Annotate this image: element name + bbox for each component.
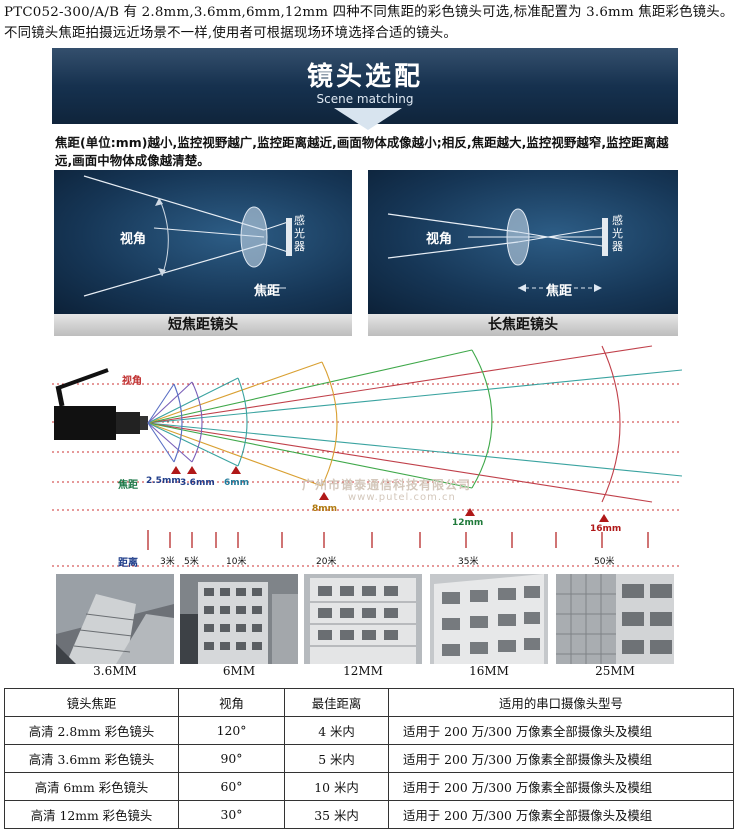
cell-model: 适用于 200 万/300 万像素全部摄像头及模组 [388, 744, 734, 773]
cell-distance: 35 米内 [284, 800, 389, 829]
distance-mark-35: 35米 [458, 557, 479, 567]
table-row: 高清 2.8mm 彩色镜头 120° 4 米内 适用于 200 万/300 万像… [4, 716, 734, 745]
short-angle-label: 视角 [120, 232, 147, 247]
lens-spec-table: 镜头焦距 视角 最佳距离 适用的串口摄像头型号 高清 2.8mm 彩色镜头 12… [4, 688, 734, 829]
intro-line-1: PTC052-300/A/B 有 2.8mm,3.6mm,6mm,12mm 四种… [4, 5, 734, 20]
header-model: 适用的串口摄像头型号 [388, 688, 734, 717]
focal-description: 焦距(单位:mm)越小,监控视野越广,监控距离越近,画面物体成像越小;相反,焦距… [55, 135, 669, 168]
intro-line-2: 不同镜头焦距拍摄远近场景不一样,使用者可根据现场环境选择合适的镜头。 [4, 26, 457, 41]
banner-arrow-icon [334, 108, 402, 130]
distance-mark-3: 3米 [160, 557, 175, 567]
header-angle: 视角 [178, 688, 285, 717]
cell-angle: 90° [178, 744, 285, 773]
header-distance: 最佳距离 [284, 688, 389, 717]
distance-mark-50: 50米 [594, 557, 615, 567]
cell-model: 适用于 200 万/300 万像素全部摄像头及模组 [388, 800, 734, 829]
table-header-row: 镜头焦距 视角 最佳距离 适用的串口摄像头型号 [4, 688, 734, 717]
photo-3-6mm [56, 574, 174, 664]
cell-distance: 5 米内 [284, 744, 389, 773]
header-focal: 镜头焦距 [4, 688, 179, 717]
cell-focal: 高清 6mm 彩色镜头 [4, 772, 179, 801]
photo-25mm [556, 574, 674, 664]
focal-mark-8: 8mm [312, 504, 338, 514]
cell-angle: 120° [178, 716, 285, 745]
intro-text: PTC052-300/A/B 有 2.8mm,3.6mm,6mm,12mm 四种… [4, 2, 736, 44]
banner-subtitle: Scene matching [316, 92, 414, 106]
photo-label-25mm: 25MM [595, 664, 635, 678]
photo-16mm [430, 574, 548, 664]
watermark-company: 广州市谱泰通信科技有限公司 [302, 478, 472, 492]
distance-mark-10: 10米 [226, 557, 247, 567]
focal-mark-12: 12mm [452, 518, 484, 528]
cell-focal: 高清 12mm 彩色镜头 [4, 800, 179, 829]
watermark-url: www.putel.com.cn [348, 492, 456, 503]
photo-label-3-6mm: 3.6MM [93, 664, 137, 678]
photo-12mm [304, 574, 422, 664]
fov-distance-label: 距离 [118, 558, 138, 569]
long-focal-label: 焦距 [546, 284, 573, 299]
distance-mark-5: 5米 [184, 557, 199, 567]
long-focal-caption: 长焦距镜头 [368, 314, 678, 336]
cell-angle: 30° [178, 800, 285, 829]
photo-6mm [180, 574, 298, 664]
field-of-view-diagram: 视角 焦距 距离 广州市谱泰通信科技有限公司 www.putel.com.cn … [52, 340, 683, 570]
photo-label-16mm: 16MM [469, 664, 509, 678]
table-row: 高清 6mm 彩色镜头 60° 10 米内 适用于 200 万/300 万像素全… [4, 772, 734, 801]
banner-title: 镜头选配 [306, 62, 423, 92]
focal-mark-3-6: 3.6mm [180, 478, 215, 488]
long-focal-panel: 视角 焦距 感光器 [368, 170, 678, 314]
focal-photo-strip [56, 574, 676, 664]
cell-focal: 高清 2.8mm 彩色镜头 [4, 716, 179, 745]
cell-angle: 60° [178, 772, 285, 801]
cell-distance: 4 米内 [284, 716, 389, 745]
focal-mark-16: 16mm [590, 524, 622, 534]
cell-model: 适用于 200 万/300 万像素全部摄像头及模组 [388, 716, 734, 745]
focal-mark-6: 6mm [224, 478, 250, 488]
photo-label-12mm: 12MM [343, 664, 383, 678]
cell-focal: 高清 3.6mm 彩色镜头 [4, 744, 179, 773]
distance-mark-20: 20米 [316, 557, 337, 567]
cell-model: 适用于 200 万/300 万像素全部摄像头及模组 [388, 772, 734, 801]
table-row: 高清 12mm 彩色镜头 30° 35 米内 适用于 200 万/300 万像素… [4, 800, 734, 829]
long-angle-label: 视角 [426, 232, 453, 247]
photo-label-6mm: 6MM [222, 664, 256, 678]
short-focal-label: 焦距 [254, 284, 281, 299]
cell-distance: 10 米内 [284, 772, 389, 801]
long-sensor-label: 感光器 [612, 214, 623, 253]
short-focal-panel: 视角 焦距 感光器 [54, 170, 352, 314]
table-row: 高清 3.6mm 彩色镜头 90° 5 米内 适用于 200 万/300 万像素… [4, 744, 734, 773]
fov-focal-label: 焦距 [118, 480, 138, 491]
short-sensor-label: 感光器 [294, 214, 305, 253]
short-focal-caption: 短焦距镜头 [54, 314, 352, 336]
focal-mark-2-5: 2.5mm [146, 476, 181, 486]
fov-angle-label: 视角 [122, 376, 142, 387]
